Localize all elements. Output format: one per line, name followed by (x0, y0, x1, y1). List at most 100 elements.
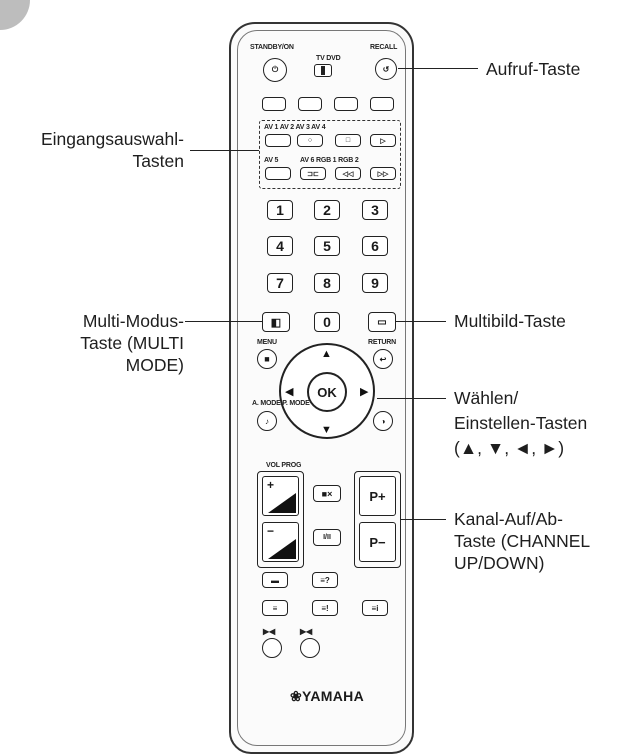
av5-button[interactable] (265, 167, 291, 180)
digit-7-button[interactable]: 7 (267, 273, 293, 293)
input-select-callout-label-1: Eingangsauswahl- (40, 129, 184, 149)
digit-4-button[interactable]: 4 (267, 236, 293, 256)
switch-knob (321, 66, 325, 75)
select-adjust-callout-label-3: (▲, ▼, ◄, ►) (454, 438, 565, 458)
program-down-button[interactable]: P− (359, 522, 396, 562)
index-button[interactable] (300, 638, 320, 658)
av2-icon: ○ (307, 137, 313, 144)
multi-mode-callout-line (185, 321, 262, 323)
av4-button[interactable]: ▷ (370, 134, 396, 147)
menu-button[interactable]: ■ (257, 349, 277, 369)
yamaha-logo: ❀YAMAHA (290, 688, 364, 704)
multi-mode-icon: ◧ (270, 316, 282, 329)
remote-control-inner-outline (237, 30, 406, 746)
left-arrow-button[interactable]: ◀ (285, 386, 294, 398)
color-button-red[interactable] (262, 97, 286, 111)
page-corner-decoration (0, 0, 30, 30)
av-row1-label: AV 1 AV 2 AV 3 AV 4 (264, 124, 326, 131)
tv-dvd-switch[interactable] (314, 64, 332, 77)
tv-dvd-label: TV DVD (316, 55, 341, 62)
p-mode-button[interactable]: ◑ (373, 411, 393, 431)
ok-button[interactable]: OK (307, 372, 347, 412)
teletext-icon: ▬ (271, 575, 279, 585)
menu-icon: ■ (264, 354, 270, 364)
input-select-group (259, 120, 401, 189)
digit-8-button[interactable]: 8 (314, 273, 340, 293)
rgb1-icon: ◁◁ (342, 170, 354, 178)
digit-9-button[interactable]: 9 (362, 273, 388, 293)
select-adjust-callout-label-2: Einstellen-Tasten (454, 413, 588, 433)
teletext-button-5[interactable]: ≡i (362, 600, 388, 616)
color-button-blue[interactable] (370, 97, 394, 111)
volume-group (257, 471, 304, 568)
rgb2-icon: ▷▷ (377, 170, 389, 178)
multi-picture-button[interactable]: ▭ (368, 312, 396, 332)
multi-mode-callout-label-2: Taste (MULTI (80, 333, 184, 353)
av6-icon: ⊐⊏ (307, 170, 319, 178)
digit-5-button[interactable]: 5 (314, 236, 340, 256)
info-icon: I/II (323, 534, 331, 541)
teletext-reveal-icon: ≡! (321, 603, 329, 613)
teletext-button-3[interactable]: ≡ (262, 600, 288, 616)
index-icon: ▶◀ (300, 627, 312, 636)
rgb1-button[interactable]: ◁◁ (335, 167, 361, 180)
right-arrow-button[interactable]: ▶ (360, 386, 369, 398)
digit-2-button[interactable]: 2 (314, 200, 340, 220)
recall-button[interactable]: ↺ (375, 58, 397, 80)
subpage-icon: ▶◀ (263, 627, 275, 636)
multi-picture-callout-label: Multibild-Taste (454, 311, 566, 331)
info-button[interactable]: I/II (313, 529, 341, 546)
digit-1-button[interactable]: 1 (267, 200, 293, 220)
contrast-icon: ◑ (380, 416, 386, 426)
multi-mode-button[interactable]: ◧ (262, 312, 290, 332)
menu-label: MENU (257, 339, 277, 346)
recall-icon: ↺ (382, 64, 390, 74)
channel-callout-line (401, 519, 446, 521)
note-icon: ♪ (265, 416, 269, 426)
rgb2-button[interactable]: ▷▷ (370, 167, 396, 180)
select-adjust-callout-label-1: Wählen/ (454, 388, 519, 408)
teletext-button-1[interactable]: ▬ (262, 572, 288, 588)
multi-picture-callout-line (396, 321, 446, 323)
subpage-button[interactable] (262, 638, 282, 658)
teletext-list-icon: ≡ (272, 603, 278, 613)
av1-button[interactable] (265, 134, 291, 147)
multi-mode-callout-label-3: MODE) (125, 355, 184, 375)
down-arrow-button[interactable]: ▼ (321, 424, 332, 436)
return-icon: ↩ (379, 354, 387, 364)
teletext-button-4[interactable]: ≡! (312, 600, 338, 616)
recall-label: RECALL (370, 44, 398, 51)
a-mode-button[interactable]: ♪ (257, 411, 277, 431)
channel-callout-label-2: Taste (CHANNEL (454, 531, 591, 551)
channel-callout-label-3: UP/DOWN) (454, 553, 545, 573)
mute-button[interactable]: ■× (313, 485, 341, 502)
av2-button[interactable]: ○ (297, 134, 323, 147)
volume-up-wedge-icon (268, 493, 296, 513)
teletext-button-2[interactable]: ≡? (312, 572, 338, 588)
teletext-size-icon: ≡i (371, 603, 379, 613)
program-up-button[interactable]: P+ (359, 476, 396, 516)
color-button-green[interactable] (298, 97, 322, 111)
standby-on-button[interactable]: ⏻ (263, 58, 287, 82)
multi-picture-icon: ▭ (377, 316, 387, 328)
teletext-hold-icon: ≡? (320, 575, 330, 585)
return-button[interactable]: ↩ (373, 349, 393, 369)
volume-down-button[interactable]: − (262, 522, 299, 562)
standby-on-label: STANDBY/ON (250, 44, 294, 51)
a-mode-p-mode-label: A. MODE P. MODE (252, 400, 310, 407)
digit-0-button[interactable]: 0 (314, 312, 340, 332)
av-row2-label-a: AV 5 (264, 157, 279, 164)
volume-down-sign: − (267, 524, 275, 538)
av6-button[interactable]: ⊐⊏ (300, 167, 326, 180)
color-button-yellow[interactable] (334, 97, 358, 111)
volume-up-sign: + (267, 478, 275, 492)
digit-6-button[interactable]: 6 (362, 236, 388, 256)
return-label: RETURN (368, 339, 396, 346)
av3-button[interactable]: □ (335, 134, 361, 147)
digit-3-button[interactable]: 3 (362, 200, 388, 220)
mute-icon: ■× (321, 488, 333, 499)
up-arrow-button[interactable]: ▲ (321, 348, 332, 360)
input-select-callout-label-2: Tasten (132, 151, 184, 171)
volume-up-button[interactable]: + (262, 476, 299, 516)
av-row2-label-b: AV 6 RGB 1 RGB 2 (300, 157, 359, 164)
